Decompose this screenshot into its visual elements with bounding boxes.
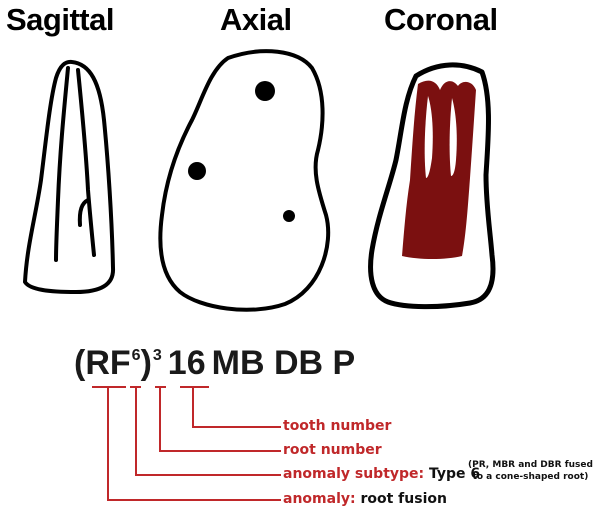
anomaly-value: root fusion (360, 491, 446, 507)
formula-anomaly-code: RF (85, 344, 130, 382)
anomaly-subtype-leader (136, 387, 281, 475)
axial-canal-p (283, 210, 295, 222)
tooth-number-leader (193, 387, 281, 427)
note-line-1: (PR, MBR and DBR fused (468, 459, 593, 471)
sagittal-canal-branch (80, 200, 88, 225)
anomaly-leader (108, 387, 281, 500)
tooth-number-key: tooth number (283, 418, 391, 434)
note-line-2: to a cone-shaped root) (468, 471, 593, 483)
annotation-leaders (92, 387, 281, 500)
tooth-number-label: tooth number (283, 418, 391, 434)
axial-tooth-outline (160, 51, 328, 310)
formula-roots: MB DB P (212, 344, 356, 382)
axial-canal-db (188, 162, 206, 180)
formula-subtype: 6 (132, 347, 141, 364)
root-number-leader (160, 387, 281, 451)
anomaly-key: anomaly: (283, 491, 356, 507)
sagittal-tooth-outline (25, 62, 113, 292)
anomaly-subtype-label: anomaly subtype: Type 6 (283, 466, 480, 482)
formula-tooth-number: 16 (168, 344, 206, 382)
root-number-label: root number (283, 442, 382, 458)
formula-root-count: 3 (153, 347, 162, 364)
anomaly-label: anomaly: root fusion (283, 491, 447, 507)
sagittal-canal-left (56, 68, 68, 260)
axial-canal-mb (255, 81, 275, 101)
formula-open-paren: ( (74, 344, 85, 382)
sagittal-canal-right (78, 70, 94, 255)
root-number-key: root number (283, 442, 382, 458)
sagittal-tooth-drawing (25, 62, 113, 292)
anomaly-subtype-note: (PR, MBR and DBR fused to a cone-shaped … (468, 459, 593, 483)
axial-tooth-drawing (160, 51, 328, 310)
anomaly-subtype-key: anomaly subtype: (283, 466, 424, 482)
coronal-tooth-drawing (371, 65, 493, 307)
formula-close-paren: ) (141, 344, 152, 382)
